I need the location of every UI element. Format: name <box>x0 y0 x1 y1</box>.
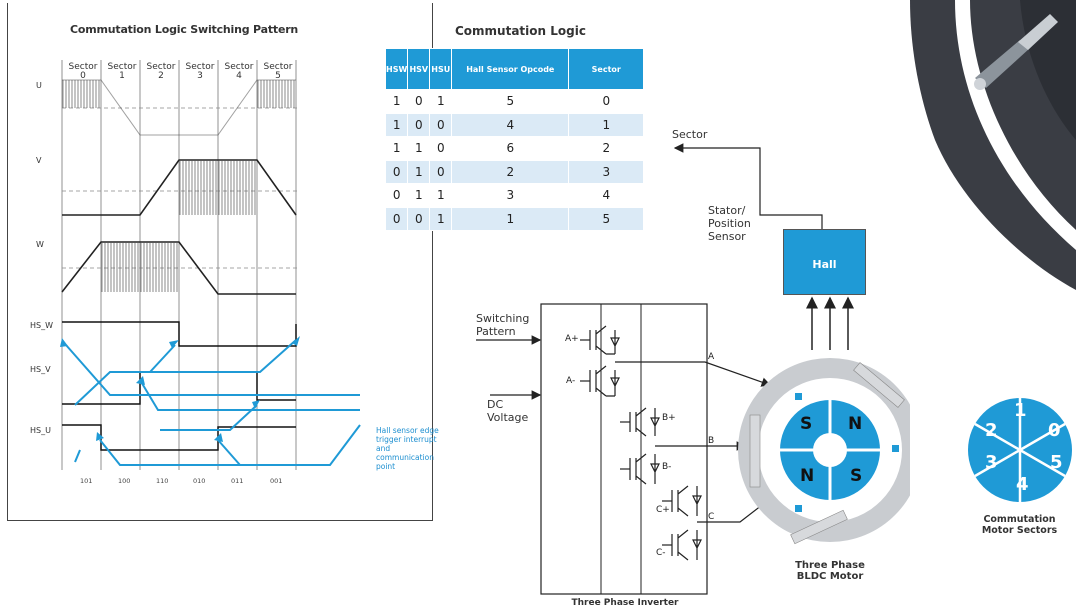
rotor-pole-s-bottom: S <box>850 466 863 486</box>
sector-num-5: 5 <box>1050 452 1063 473</box>
cell: 1 <box>568 112 645 137</box>
waveform-title: Commutation Logic Switching Pattern <box>70 23 299 36</box>
pwm-v-sector23 <box>179 160 256 215</box>
pwm-u-sector5 <box>257 80 295 108</box>
hall-code-4: 011 <box>231 477 244 485</box>
sector-feedback-label: Sector <box>672 128 708 141</box>
phase-line-a: A <box>708 352 715 362</box>
hall-label-w: HS_W <box>30 321 54 330</box>
transistor-switches <box>580 325 702 561</box>
cell: 0 <box>384 183 409 208</box>
header-sector: Sector <box>568 48 645 90</box>
cell: 1 <box>384 136 409 161</box>
switch-label-c-minus: C- <box>656 548 666 558</box>
system-diagram <box>476 143 910 595</box>
hall-code-3: 010 <box>193 477 206 485</box>
sector-num-3: 3 <box>985 452 998 473</box>
cell: 1 <box>429 89 453 114</box>
cell: 1 <box>407 183 431 208</box>
phase-line-c: C <box>708 512 715 522</box>
cell: 2 <box>568 136 645 161</box>
table-title: Commutation Logic <box>455 24 586 38</box>
cell: 0 <box>429 159 453 184</box>
inverter-caption: Three Phase Inverter <box>571 598 679 608</box>
hall-code-2: 110 <box>156 477 169 485</box>
cell: 1 <box>429 206 453 231</box>
cell: 0 <box>384 206 409 231</box>
cell: 5 <box>451 89 570 114</box>
rotor-pole-n-bottom: N <box>800 466 815 486</box>
sector-num-2: 2 <box>985 420 998 441</box>
hall-label-v: HS_V <box>30 365 51 374</box>
cell: 0 <box>429 136 453 161</box>
cell: 1 <box>429 183 453 208</box>
phase-line-b: B <box>708 436 715 446</box>
pwm-u-sector0 <box>62 80 100 108</box>
cell: 0 <box>429 112 453 137</box>
commutation-sectors-disc <box>968 398 1072 502</box>
cell: 4 <box>568 183 645 208</box>
hall-code-5: 001 <box>270 477 283 485</box>
cell: 1 <box>407 159 431 184</box>
switch-label-b-minus: B- <box>662 462 672 472</box>
switch-label-c-plus: C+ <box>656 505 670 515</box>
sector-num-1: 1 <box>1014 400 1027 421</box>
hall-code-1: 100 <box>118 477 131 485</box>
drill-bit-icon <box>974 14 1058 90</box>
phase-label-u: U <box>36 81 42 90</box>
switch-label-a-plus: A+ <box>565 334 579 344</box>
hall-code-0: 101 <box>80 477 93 485</box>
cell: 1 <box>407 136 431 161</box>
switch-label-b-plus: B+ <box>662 413 676 423</box>
switch-label-a-minus: A- <box>566 376 576 386</box>
table-header-row: HSW HSV HSU Hall Sensor Opcode Sector <box>384 48 645 90</box>
cell: 3 <box>568 159 645 184</box>
cell: 0 <box>384 159 409 184</box>
phase-label-v: V <box>36 156 42 165</box>
cell: 0 <box>407 89 431 114</box>
decorative-photo-corner <box>910 0 1076 290</box>
cell: 0 <box>568 89 645 114</box>
cell: 1 <box>384 89 409 114</box>
pwm-w-sector12 <box>101 242 178 292</box>
phase-label-w: W <box>36 240 44 249</box>
header-opcode: Hall Sensor Opcode <box>451 48 570 90</box>
rotor-pole-s-top: S <box>800 414 813 434</box>
rotor-pole-n-top: N <box>848 414 863 434</box>
bldc-motor <box>738 358 910 545</box>
header-hsw: HSW <box>384 48 409 90</box>
cell: 1 <box>384 112 409 137</box>
header-hsu: HSU <box>429 48 453 90</box>
cell: 3 <box>451 183 570 208</box>
sector-num-0: 0 <box>1048 420 1061 441</box>
hall-trigger-note: Hall sensor edge trigger interrupt and c… <box>376 426 439 471</box>
sector-num-4: 4 <box>1016 474 1029 495</box>
header-hsv: HSV <box>407 48 431 90</box>
cell: 2 <box>451 159 570 184</box>
cell: 0 <box>407 112 431 137</box>
cell: 5 <box>568 206 645 231</box>
cell: 0 <box>407 206 431 231</box>
waveform-traces <box>60 60 361 470</box>
hall-label-u: HS_U <box>30 426 51 435</box>
